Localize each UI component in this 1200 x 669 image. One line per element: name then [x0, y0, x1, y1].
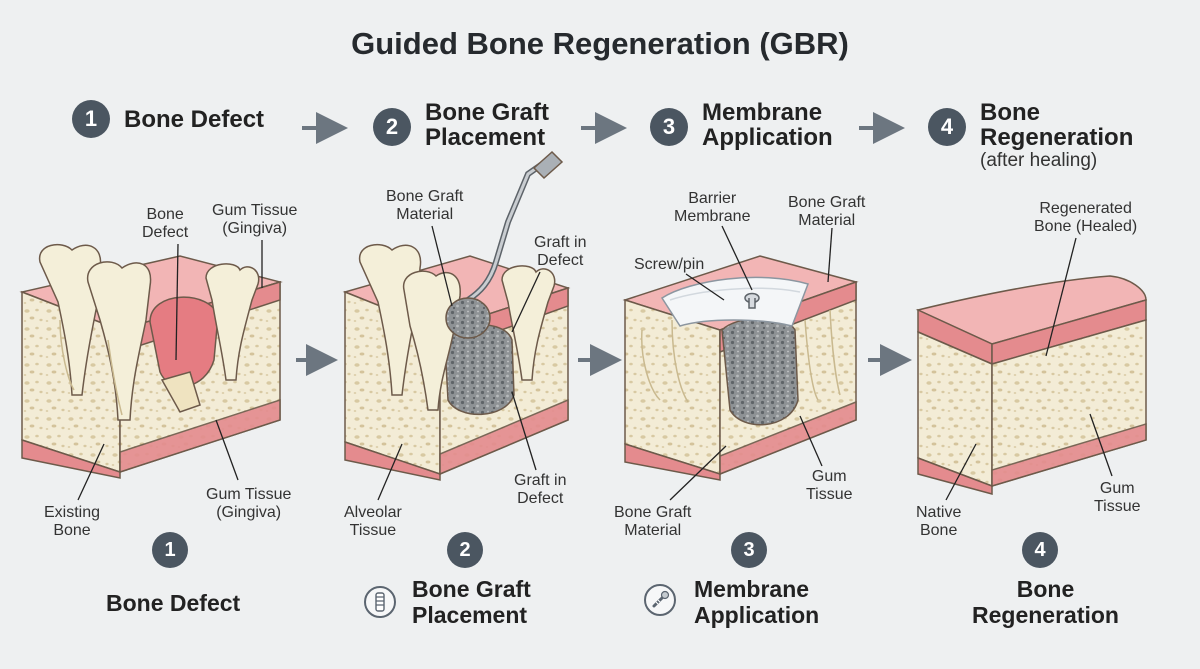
step-4-subtitle: (after healing) [980, 150, 1098, 171]
label-s2-bone-graft-material: Bone Graft Material [386, 188, 464, 223]
page-title: Guided Bone Regeneration (GBR) [351, 26, 849, 61]
label-s3-barrier-membrane: Barrier Membrane [674, 190, 751, 225]
leader-lines [77, 225, 1113, 501]
label-s2-graft-in-defect-top: Graft in Defect [534, 234, 587, 269]
label-s1-existing-bone: Existing Bone [44, 504, 101, 539]
step-2-header: 2 Bone Graft Placement [373, 100, 549, 150]
step-1-number-badge: 1 [72, 100, 110, 138]
scene-2-bone-graft-placement [342, 150, 571, 481]
label-s3-screw-pin: Screw/pin [634, 256, 705, 273]
label-s3-bone-graft-material-bottom: Bone Graft Material [614, 504, 692, 539]
step-2-title-line2: Placement [425, 124, 546, 151]
scene-4-bone-regeneration [915, 275, 1147, 495]
label-s4-native-bone: Native Bone [916, 504, 962, 539]
step-2-number-badge: 2 [373, 108, 411, 146]
label-s4-regenerated-bone: Regenerated Bone (Healed) [1034, 200, 1138, 235]
label-s4-gum-tissue: Gum Tissue [1094, 480, 1141, 515]
label-s1-gum-tissue-top: Gum Tissue (Gingiva) [212, 202, 298, 237]
step-1-title: Bone Defect [124, 106, 265, 133]
bottom-step-1-title: Bone Defect [106, 590, 241, 616]
bottom-step-2-title: Bone Graft Placement [412, 576, 531, 628]
step-4-number-badge: 4 [928, 108, 966, 146]
bottom-step-4-badge: 4 [1022, 532, 1058, 568]
step-4-title-line1: Bone [980, 99, 1040, 126]
bottom-step-2-badge: 2 [447, 532, 483, 568]
label-s1-bone-defect: Bone Defect [142, 206, 189, 241]
label-s2-graft-in-defect-bottom: Graft in Defect [514, 472, 567, 507]
step-1-header: 1 Bone Defect [72, 100, 264, 138]
step-3-title-line1: Membrane [702, 99, 823, 126]
bottom-step-3-title: Membrane Application [694, 576, 820, 628]
step-3-title-line2: Application [702, 124, 833, 151]
step-4-header: 4 Bone Regeneration (after healing) [928, 100, 1133, 172]
label-s2-alveolar-tissue: Alveolar Tissue [344, 504, 402, 539]
bottom-step-1-badge: 1 [152, 532, 188, 568]
label-s1-gum-tissue-bottom: Gum Tissue (Gingiva) [206, 486, 292, 521]
step-3-header: 3 Membrane Application [650, 100, 833, 150]
bottom-step-3-badge: 3 [731, 532, 767, 568]
label-s3-gum-tissue: Gum Tissue [806, 468, 853, 503]
step-2-title-line1: Bone Graft [425, 99, 550, 126]
bottom-step-4-title: Bone Regeneration [972, 576, 1119, 628]
label-s3-bone-graft-material-top: Bone Graft Material [788, 194, 866, 229]
step-3-number-badge: 3 [650, 108, 688, 146]
scene-1-bone-defect [19, 243, 283, 479]
graft-cylinder-icon [364, 586, 396, 618]
scene-3-membrane-application [622, 255, 859, 481]
step-4-title-line2: Regeneration [980, 124, 1134, 151]
screw-icon [644, 584, 676, 616]
